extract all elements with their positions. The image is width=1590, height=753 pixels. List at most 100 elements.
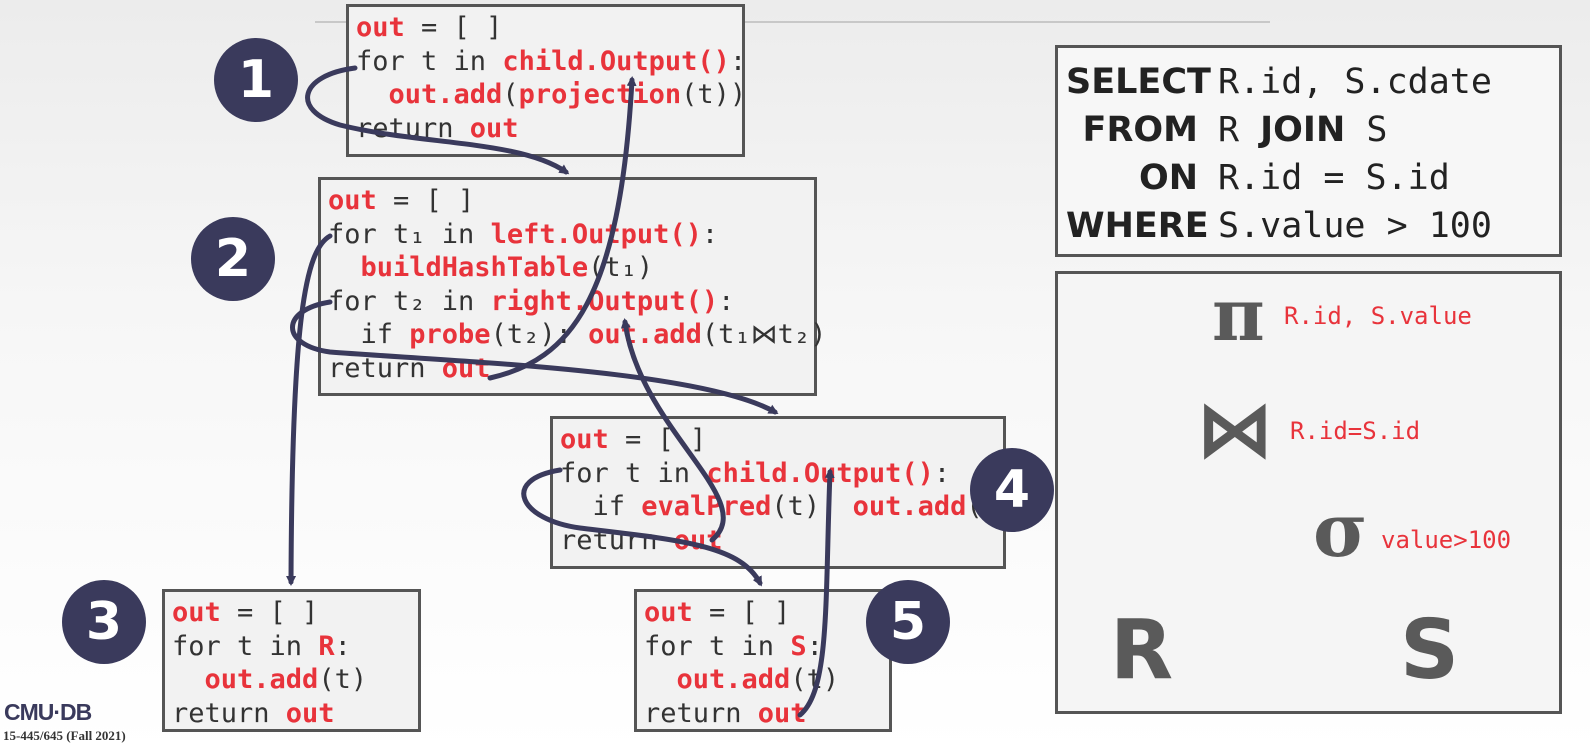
sql-clause: S bbox=[1345, 110, 1388, 150]
sql-keyword: SELECT bbox=[1066, 62, 1211, 102]
code-text: (t) bbox=[318, 664, 368, 695]
code-text: for t₁ in bbox=[328, 218, 491, 250]
code-keyword: probe bbox=[409, 319, 491, 350]
join-label: R.id=S.id bbox=[1290, 417, 1421, 445]
join-symbol: ⋈ bbox=[1196, 385, 1274, 475]
sql-clause: R.id, S.cdate bbox=[1218, 62, 1492, 102]
code-keyword: right.Output() bbox=[490, 285, 719, 317]
code-text: : bbox=[933, 457, 951, 489]
code-keyword: buildHashTable bbox=[360, 252, 589, 283]
code-text: for t in bbox=[172, 630, 319, 662]
code-text: (t): bbox=[771, 491, 853, 522]
code-keyword: out.add bbox=[388, 79, 503, 110]
code-keyword: out bbox=[328, 185, 377, 216]
code-keyword: out bbox=[560, 424, 609, 455]
code-keyword: out bbox=[356, 12, 405, 43]
code-keyword: out bbox=[469, 112, 519, 144]
selection-label: value>100 bbox=[1381, 526, 1512, 554]
code-line: out = [ ] bbox=[356, 11, 742, 45]
code-text: for t in bbox=[356, 45, 503, 77]
code-text: : bbox=[806, 630, 823, 662]
code-line: out = [ ] bbox=[644, 596, 889, 630]
code-keyword: out bbox=[172, 597, 221, 628]
sql-keyword: ON bbox=[1138, 158, 1198, 198]
sql-clause: R bbox=[1218, 110, 1261, 150]
code-keyword: out.add bbox=[852, 491, 967, 522]
sql-keyword: FROM bbox=[1082, 110, 1198, 150]
flow-arrow-5-to-4 bbox=[797, 468, 835, 718]
code-text: for t₂ in bbox=[328, 285, 491, 317]
operator-1-code-box: out = [ ]for t in child.Output(): out.ad… bbox=[346, 4, 747, 157]
code-line: for t in S: bbox=[644, 630, 889, 664]
sql-keyword-join: JOIN bbox=[1260, 110, 1346, 150]
code-line: for t in child.Output(): bbox=[560, 457, 1003, 491]
course-label: 15-445/645 (Fall 2021) bbox=[3, 728, 126, 743]
operator-3-code-box: out = [ ]for t in R: out.add(t)return ou… bbox=[162, 589, 421, 732]
step-badge-2: 2 bbox=[191, 217, 275, 301]
code-text: : bbox=[701, 218, 719, 250]
step-badge-3: 3 bbox=[62, 580, 146, 664]
flow-arrow-2-to-3 bbox=[286, 233, 333, 586]
code-keyword: S bbox=[790, 630, 807, 662]
code-line: out = [ ] bbox=[560, 423, 1003, 457]
flow-arrow-4-to-5 bbox=[521, 467, 763, 587]
code-text: return bbox=[172, 697, 286, 729]
title-rule bbox=[315, 21, 1270, 23]
sql-clause: R.id = S.id bbox=[1218, 158, 1450, 198]
sql-keyword: WHERE bbox=[1066, 206, 1209, 246]
flow-arrow-1-to-2 bbox=[305, 65, 570, 175]
sql-from-row: FROM R JOIN S bbox=[1066, 106, 1559, 154]
code-text: = [ ] bbox=[404, 12, 503, 43]
code-line: return out bbox=[172, 697, 418, 731]
code-keyword: out bbox=[285, 697, 335, 729]
relation-s-leaf: S bbox=[1400, 603, 1460, 698]
code-text: : bbox=[334, 630, 351, 662]
code-keyword: out.add bbox=[204, 664, 319, 695]
code-keyword: child.Output() bbox=[706, 457, 934, 489]
code-line: return out bbox=[644, 697, 889, 731]
cmu-db-logo: CMU·DB bbox=[4, 699, 92, 725]
code-text: return bbox=[644, 697, 758, 729]
code-line: return out bbox=[356, 112, 742, 146]
code-line: out.add(projection(t)) bbox=[356, 78, 747, 112]
code-line: if probe(t₂): out.add(t₁⋈t₂) bbox=[328, 318, 827, 352]
operator-4-code-box: out = [ ]for t in child.Output(): if eva… bbox=[550, 416, 1015, 569]
code-keyword: out.add bbox=[676, 664, 791, 695]
code-keyword: child.Output() bbox=[502, 45, 730, 77]
code-keyword: left.Output() bbox=[490, 218, 702, 250]
code-line: for t in R: bbox=[172, 630, 418, 664]
code-line: out = [ ] bbox=[328, 184, 814, 218]
code-text: (t)) bbox=[681, 79, 747, 110]
sql-on-row: ON R.id = S.id bbox=[1066, 154, 1559, 202]
step-badge-1: 1 bbox=[214, 38, 298, 122]
relation-r-leaf: R bbox=[1110, 603, 1174, 698]
code-text: for t in bbox=[560, 457, 707, 489]
code-line: out = [ ] bbox=[172, 596, 418, 630]
projection-symbol: π bbox=[1212, 272, 1265, 357]
code-text: = [ ] bbox=[220, 597, 319, 628]
code-keyword: out.add bbox=[588, 319, 702, 350]
sql-clause: S.value > 100 bbox=[1218, 206, 1492, 246]
flow-arrow-2-to-4 bbox=[290, 299, 779, 415]
code-text: = [ ] bbox=[692, 597, 791, 628]
code-text: : bbox=[729, 45, 747, 77]
code-text: : bbox=[718, 285, 735, 317]
code-keyword: evalPred bbox=[641, 491, 772, 522]
code-text: (t₁⋈t₂) bbox=[701, 319, 827, 350]
code-text: = [ ] bbox=[608, 424, 707, 455]
step-badge-5: 5 bbox=[866, 580, 950, 664]
step-badge-4: 4 bbox=[970, 448, 1054, 532]
code-line: out.add(t) bbox=[172, 663, 418, 697]
projection-label: R.id, S.value bbox=[1284, 302, 1472, 330]
code-keyword: out bbox=[757, 697, 807, 729]
query-plan-box bbox=[1055, 271, 1562, 714]
flow-arrow-2-to-1 bbox=[487, 76, 637, 381]
code-text: for t in bbox=[644, 630, 791, 662]
flow-arrow-4-to-2 bbox=[620, 318, 726, 543]
code-keyword: out bbox=[644, 597, 693, 628]
code-line: for t₁ in left.Output(): bbox=[328, 218, 814, 252]
code-text: ( bbox=[502, 79, 519, 110]
